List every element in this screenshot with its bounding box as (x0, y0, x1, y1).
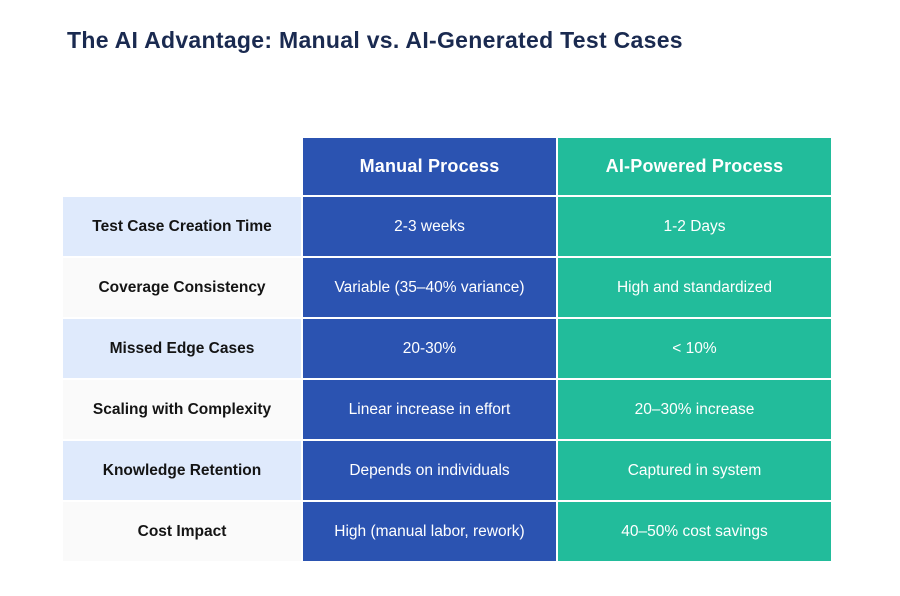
ai-process-value: 1-2 Days (558, 197, 831, 256)
table-row: Test Case Creation Time 2-3 weeks 1-2 Da… (63, 197, 831, 256)
table-header-row: Manual Process AI-Powered Process (63, 138, 831, 195)
ai-process-value: Captured in system (558, 441, 831, 500)
table-row: Cost Impact High (manual labor, rework) … (63, 502, 831, 561)
table-row: Missed Edge Cases 20-30% < 10% (63, 319, 831, 378)
manual-process-value: Depends on individuals (303, 441, 556, 500)
row-label: Knowledge Retention (63, 441, 301, 500)
ai-process-value: High and standardized (558, 258, 831, 317)
header-spacer (63, 138, 301, 195)
table-row: Knowledge Retention Depends on individua… (63, 441, 831, 500)
manual-process-value: 2-3 weeks (303, 197, 556, 256)
ai-process-value: < 10% (558, 319, 831, 378)
ai-process-value: 20–30% increase (558, 380, 831, 439)
column-header-ai-powered-process: AI-Powered Process (558, 138, 831, 195)
comparison-table: Manual Process AI-Powered Process Test C… (63, 138, 831, 561)
row-label: Cost Impact (63, 502, 301, 561)
page-title: The AI Advantage: Manual vs. AI-Generate… (67, 27, 683, 53)
manual-process-value: 20-30% (303, 319, 556, 378)
table-body: Test Case Creation Time 2-3 weeks 1-2 Da… (63, 197, 831, 561)
table-row: Scaling with Complexity Linear increase … (63, 380, 831, 439)
row-label: Missed Edge Cases (63, 319, 301, 378)
row-label: Test Case Creation Time (63, 197, 301, 256)
row-label: Coverage Consistency (63, 258, 301, 317)
manual-process-value: Linear increase in effort (303, 380, 556, 439)
manual-process-value: High (manual labor, rework) (303, 502, 556, 561)
ai-process-value: 40–50% cost savings (558, 502, 831, 561)
column-header-manual-process: Manual Process (303, 138, 556, 195)
manual-process-value: Variable (35–40% variance) (303, 258, 556, 317)
table-row: Coverage Consistency Variable (35–40% va… (63, 258, 831, 317)
row-label: Scaling with Complexity (63, 380, 301, 439)
